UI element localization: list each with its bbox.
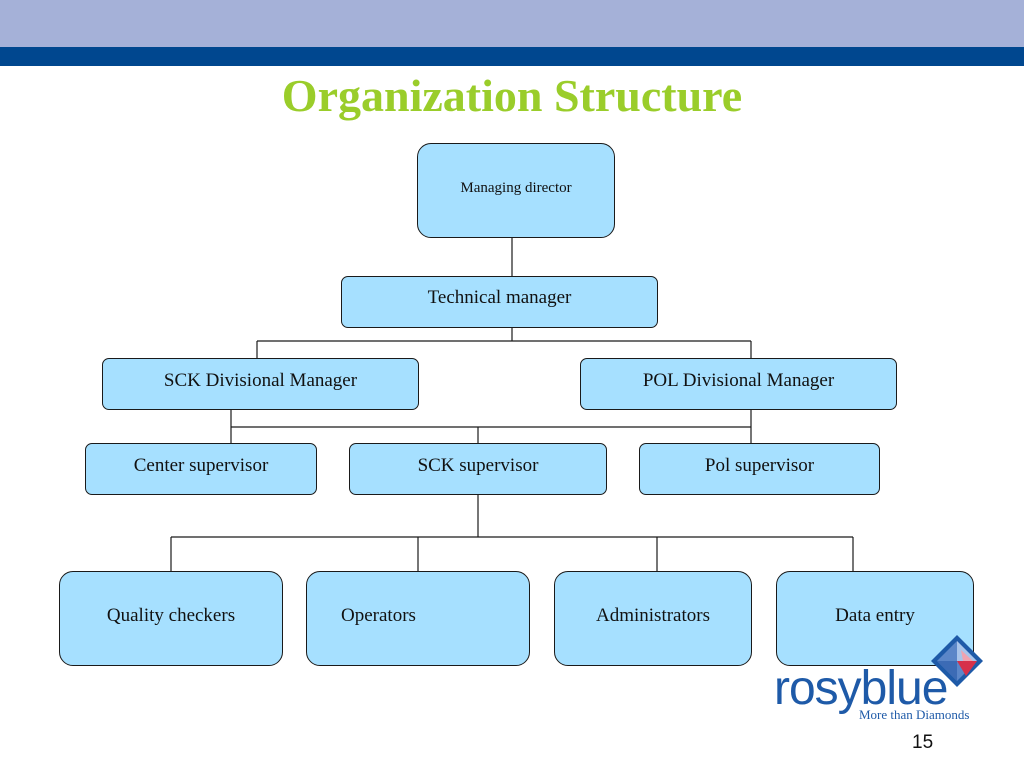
node-operators: Operators <box>306 571 530 666</box>
node-label: POL Divisional Manager <box>642 369 835 391</box>
node-label: Administrators <box>596 605 710 627</box>
node-label: Technical manager <box>427 286 572 308</box>
node-label: Data entry <box>835 605 915 627</box>
header-band-dark <box>0 47 1024 66</box>
node-managing-director: Managing director <box>417 143 615 238</box>
node-technical-manager: Technical manager <box>341 276 658 328</box>
node-pol-divisional-manager: POL Divisional Manager <box>580 358 897 410</box>
diamond-icon <box>931 635 983 687</box>
logo-wordmark: rosyblue <box>774 662 948 715</box>
header-band-light <box>0 0 1024 47</box>
node-label: SCK supervisor <box>417 454 539 476</box>
node-label: Center supervisor <box>133 454 269 476</box>
slide-title: Organization Structure <box>281 70 743 121</box>
page-number: 15 <box>912 732 934 753</box>
node-quality-checkers: Quality checkers <box>59 571 283 666</box>
logo-tagline: More than Diamonds <box>859 707 970 722</box>
node-center-supervisor: Center supervisor <box>85 443 317 495</box>
node-sck-divisional-manager: SCK Divisional Manager <box>102 358 419 410</box>
node-label: Quality checkers <box>106 605 236 627</box>
node-label: Operators <box>341 605 416 627</box>
node-sck-supervisor: SCK supervisor <box>349 443 607 495</box>
node-label: Managing director <box>460 180 572 196</box>
node-administrators: Administrators <box>554 571 752 666</box>
node-data-entry: Data entry <box>776 571 974 666</box>
node-label: Pol supervisor <box>704 454 815 476</box>
node-label: SCK Divisional Manager <box>163 369 358 391</box>
node-pol-supervisor: Pol supervisor <box>639 443 880 495</box>
